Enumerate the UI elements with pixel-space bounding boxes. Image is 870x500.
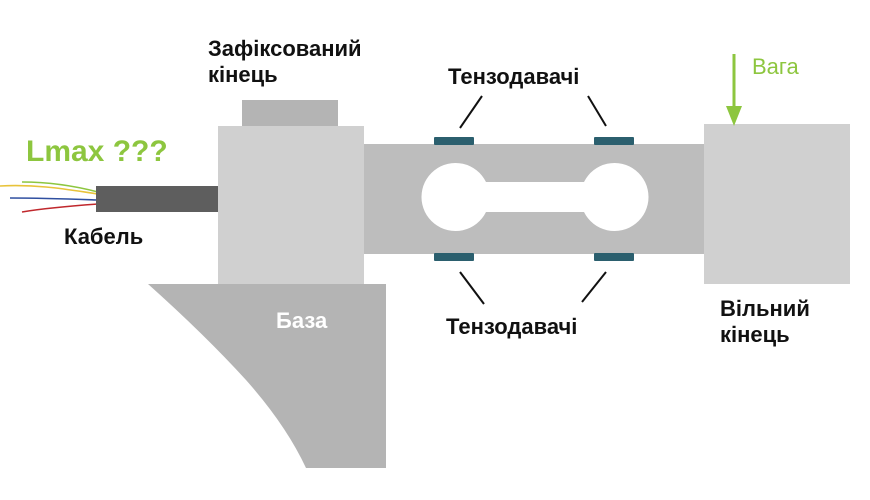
leader-top-right: [587, 95, 607, 127]
strain-gauge-bottom-right: [594, 253, 634, 261]
base-bracket: [148, 284, 386, 468]
weight-label: Вага: [752, 54, 799, 79]
free-end-label-line1: Вільний: [720, 296, 810, 321]
base-label: База: [276, 308, 328, 333]
free-end-label: Вільний кінець: [720, 296, 810, 349]
fixed-end-label-line1: Зафіксований: [208, 36, 362, 61]
strain-gauge-top-right: [594, 137, 634, 145]
leader-lines: [459, 95, 607, 305]
wire-red: [21, 203, 99, 213]
cable-sheath: [96, 186, 220, 212]
strain-gauge-top-left: [434, 137, 474, 145]
arrow-down-icon: [726, 54, 742, 126]
wire-yellow: [0, 184, 99, 195]
fixed-end-cap: [242, 100, 338, 126]
free-end-label-line2: кінець: [720, 322, 790, 348]
wire-blue: [9, 197, 99, 201]
fixed-end-label-line2: кінець: [208, 62, 278, 88]
strain-gauges-top-label: Тензодавачі: [448, 64, 580, 89]
wire-green: [21, 181, 99, 193]
strain-gauge-bottom-left: [434, 253, 474, 261]
leader-bottom-left: [459, 271, 485, 305]
cable-wires: [0, 181, 99, 213]
cable-label: Кабель: [64, 224, 144, 249]
fixed-end-block: [218, 126, 364, 284]
free-end-block: [704, 124, 850, 284]
strain-gauges-bottom-label: Тензодавачі: [446, 314, 578, 339]
fixed-end-label: Зафіксований кінець: [208, 36, 362, 89]
leader-bottom-right: [581, 271, 607, 303]
lmax-label: Lmax ???: [26, 135, 168, 168]
beam-cutout: [421, 163, 649, 231]
leader-top-left: [459, 95, 483, 129]
